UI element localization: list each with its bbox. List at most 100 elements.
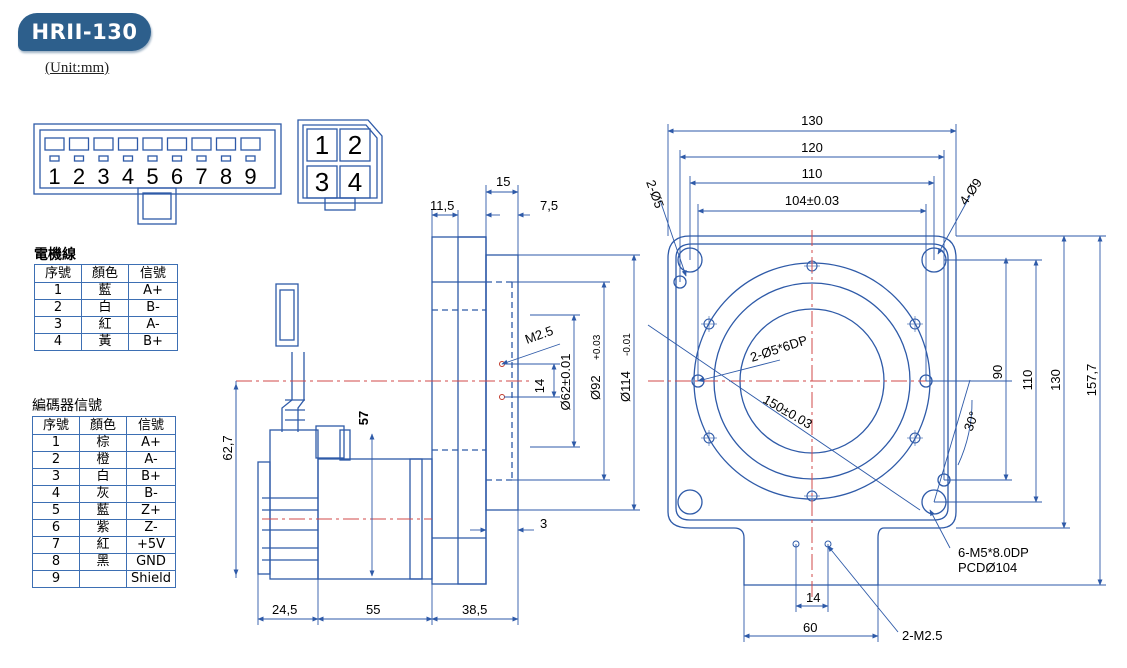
- pin-slot: [166, 137, 188, 151]
- table-cell: 紫: [79, 519, 127, 537]
- pin-slot: [191, 137, 212, 151]
- dim-3: 3: [540, 516, 547, 531]
- table-header-row: 序號顏色信號: [34, 264, 178, 283]
- front-dimension-lines: [647, 124, 1106, 642]
- center-lines-side: [236, 380, 530, 520]
- dim-38-5: 38,5: [462, 602, 487, 617]
- dim-60: 60: [803, 620, 817, 635]
- dim-2m25: 2-M2.5: [902, 628, 942, 643]
- pin-slot: [117, 137, 139, 151]
- dim-4-9: 4-Ø9: [956, 175, 985, 207]
- connector-9pin: [33, 123, 282, 225]
- pin9-label: 8: [220, 164, 232, 189]
- dim-104: 104±0.03: [785, 193, 839, 208]
- connector-4pin-labels: 1 2 3 4: [315, 130, 362, 197]
- model-badge: HRII-130: [18, 13, 151, 51]
- encoder-table-title: 編碼器信號: [32, 397, 102, 413]
- pin-contact: [196, 155, 207, 162]
- pin-contact: [49, 155, 60, 162]
- dim-92: Ø92: [588, 375, 603, 400]
- dim-7-5: 7,5: [540, 198, 558, 213]
- front-dimension-labels: 130 120 110 104±0.03 2-Ø5 4-Ø9 2-Ø5*6DP …: [643, 113, 1099, 643]
- pin-contact: [147, 155, 158, 162]
- table-cell: 藍: [79, 502, 127, 520]
- pin9-label: 2: [73, 164, 85, 189]
- table-cell: 黃: [81, 333, 129, 351]
- dim-v110: 110: [1020, 370, 1035, 391]
- dim-55: 55: [366, 602, 380, 617]
- pin-slot: [93, 137, 114, 151]
- dim-92-tol: +0.03: [592, 334, 603, 360]
- pin-slot: [68, 137, 90, 151]
- dim-62: Ø62±0.01: [558, 353, 573, 410]
- pin-contact: [98, 155, 109, 162]
- pin4-label: 4: [348, 167, 362, 197]
- dim-m5: 6-M5*8.0DP: [958, 545, 1029, 560]
- table-header-cell: 信號: [128, 264, 178, 283]
- pin9-label: 6: [171, 164, 183, 189]
- dim-114-tol: -0.01: [622, 333, 633, 356]
- pin-contact: [171, 155, 183, 162]
- dim-11-5: 11,5: [430, 198, 454, 213]
- table-cell: A-: [128, 316, 178, 334]
- pin-contact: [245, 155, 256, 162]
- pin-slot: [142, 137, 163, 151]
- table-header-cell: 顏色: [79, 416, 127, 435]
- dim-m25: M2.5: [523, 323, 555, 347]
- dim-v130: 130: [1048, 369, 1063, 391]
- connector-4pin: [297, 119, 383, 211]
- dim-14b: 14: [806, 590, 820, 605]
- dim-114: Ø114: [618, 371, 633, 402]
- table-cell: +5V: [126, 536, 176, 554]
- dim-24-5: 24,5: [272, 602, 297, 617]
- pin-contact: [73, 155, 85, 162]
- table-cell: A-: [126, 451, 176, 469]
- pin9-label: 5: [146, 164, 158, 189]
- pin-slot: [240, 137, 261, 151]
- dim-30deg: 30°: [961, 409, 982, 433]
- pin4-label: 1: [315, 130, 329, 160]
- motor-table-title: 電機線: [34, 246, 76, 262]
- table-cell: B+: [126, 468, 176, 486]
- dim-v157: 157,7: [1084, 364, 1099, 397]
- dim-130: 130: [801, 113, 823, 128]
- motor-side-view: [257, 236, 519, 585]
- dim-pcd: PCDØ104: [958, 560, 1017, 575]
- pin-slot: [215, 137, 237, 151]
- dim-110: 110: [802, 166, 823, 181]
- dim-57: 57: [356, 411, 371, 425]
- pin9-label: 9: [244, 164, 256, 189]
- table-cell: Shield: [126, 570, 176, 588]
- pin9-label: 3: [97, 164, 109, 189]
- dim-62-7: 62,7: [220, 435, 235, 460]
- m25-holes: [792, 540, 832, 548]
- dim-v90: 90: [990, 365, 1005, 379]
- dim-150: 150±0.03: [761, 392, 815, 432]
- pin-slot: [44, 137, 65, 151]
- dim-2-5: 2-Ø5: [643, 178, 667, 210]
- table-header-cell: 序號: [32, 416, 80, 435]
- table-header-row: 序號顏色信號: [32, 416, 176, 435]
- side-dimension-lines: [233, 185, 640, 625]
- table-cell: B+: [128, 333, 178, 351]
- pin-contact: [220, 155, 232, 162]
- center-lines-front: [648, 230, 976, 600]
- pin-contact: [122, 155, 134, 162]
- table-cell: Z+: [126, 502, 176, 520]
- dim-15: 15: [496, 174, 510, 189]
- table-cell: A+: [126, 434, 176, 452]
- dim-14: 14: [532, 379, 547, 393]
- table-cell: 紅: [81, 316, 129, 334]
